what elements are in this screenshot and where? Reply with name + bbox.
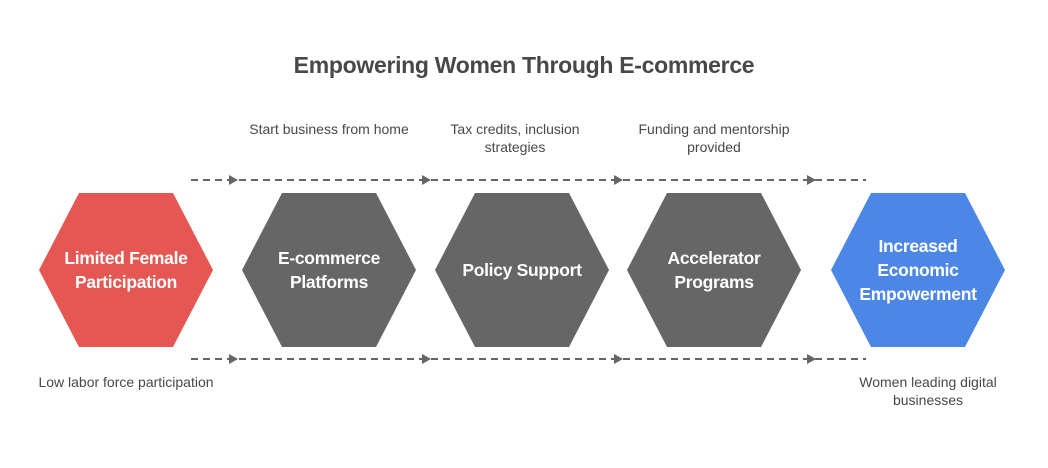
caption-increased-economic-empowerment: Women leading digital businesses <box>859 374 997 408</box>
hexagon-increased-economic-empowerment <box>831 193 1005 347</box>
arrowhead-icon <box>807 354 816 364</box>
caption-limited-female-participation: Low labor force participation <box>38 374 214 390</box>
arrowhead-icon <box>614 354 623 364</box>
stage-label-accelerator-programs: Accelerator Programs <box>667 248 761 292</box>
arrowhead-icon <box>229 175 238 185</box>
stage-label-limited-female-participation: Limited Female Participation <box>64 248 188 292</box>
hexagons <box>39 193 1005 347</box>
arrowhead-icon <box>229 354 238 364</box>
caption-accelerator-programs: Funding and mentorship provided <box>638 121 790 155</box>
diagram-title: Empowering Women Through E-commerce <box>293 52 755 78</box>
caption-ecommerce-platforms: Start business from home <box>249 121 409 137</box>
stage-label-policy-support: Policy Support <box>462 260 582 280</box>
caption-policy-support: Tax credits, inclusion strategies <box>450 121 580 155</box>
stage-label-ecommerce-platforms: E-commerce Platforms <box>277 248 381 292</box>
stage-label-increased-economic-empowerment: Increased Economic Empowerment <box>859 236 977 304</box>
arrowhead-icon <box>807 175 816 185</box>
arrowhead-icon <box>422 175 431 185</box>
hexagon-e-commerce-platforms <box>242 193 416 347</box>
connectors <box>191 175 866 364</box>
hexagon-policy-support <box>435 193 609 347</box>
arrowhead-icon <box>614 175 623 185</box>
hexagon-accelerator-programs <box>627 193 801 347</box>
hexagon-limited-female-participation <box>39 193 213 347</box>
arrowhead-icon <box>422 354 431 364</box>
